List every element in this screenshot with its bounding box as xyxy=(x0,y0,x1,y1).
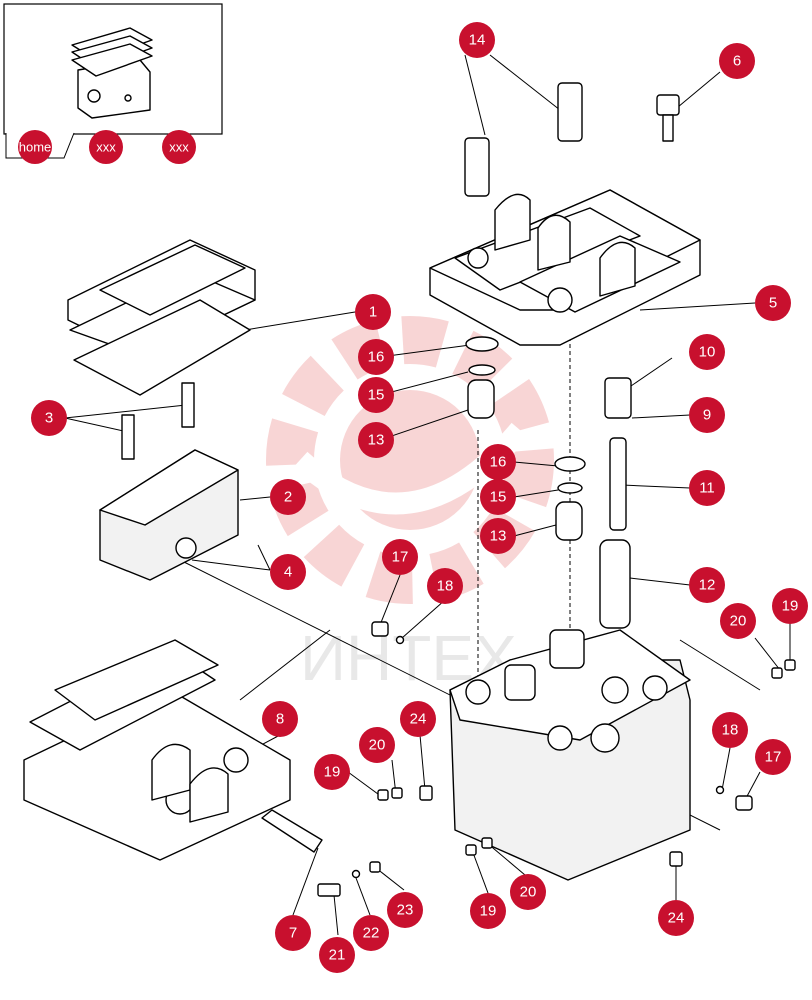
nav-link-2-label: xxx xyxy=(169,140,189,155)
callout-24b-label: 24 xyxy=(668,910,685,927)
cap-screw xyxy=(656,94,680,142)
callout-2-label: 2 xyxy=(284,489,292,506)
callout-9[interactable]: 9 xyxy=(689,397,725,433)
callout-7-label: 7 xyxy=(289,925,297,942)
callout-6-label: 6 xyxy=(733,53,741,70)
callout-24a[interactable]: 24 xyxy=(400,701,436,737)
callout-23-label: 23 xyxy=(397,902,414,919)
callout-11-label: 11 xyxy=(699,480,715,497)
callout-10[interactable]: 10 xyxy=(689,334,725,370)
callout-1-label: 1 xyxy=(369,304,377,321)
nav-link-2[interactable]: xxx xyxy=(162,130,196,164)
callout-19c-label: 19 xyxy=(782,598,799,615)
callout-13a-label: 13 xyxy=(368,432,385,449)
callout-17a[interactable]: 17 xyxy=(382,539,418,575)
callout-18a-label: 18 xyxy=(437,578,454,595)
callout-9-label: 9 xyxy=(703,407,711,424)
lower-assembly xyxy=(23,639,291,861)
callout-11[interactable]: 11 xyxy=(689,470,725,506)
callout-15a[interactable]: 15 xyxy=(358,377,394,413)
callout-13b-label: 13 xyxy=(490,528,507,545)
callout-19a-label: 19 xyxy=(324,764,341,781)
callout-16a-label: 16 xyxy=(368,349,385,366)
callout-18b-label: 18 xyxy=(722,722,739,739)
callout-12-label: 12 xyxy=(699,577,716,594)
callout-15a-label: 15 xyxy=(368,387,385,404)
nav-link-1[interactable]: xxx xyxy=(89,130,123,164)
callout-16b[interactable]: 16 xyxy=(480,444,516,480)
callout-20a-label: 20 xyxy=(369,737,386,754)
callout-2[interactable]: 2 xyxy=(270,479,306,515)
callout-17a-label: 17 xyxy=(392,549,409,566)
callout-15b[interactable]: 15 xyxy=(480,479,516,515)
callout-14[interactable]: 14 xyxy=(459,22,495,58)
callout-3-label: 3 xyxy=(45,410,53,427)
callout-17b[interactable]: 17 xyxy=(755,739,791,775)
rings-and-springs xyxy=(465,336,632,629)
thumbnail-valve-drawing xyxy=(71,27,153,119)
small-fittings xyxy=(317,621,796,897)
callout-18b[interactable]: 18 xyxy=(712,712,748,748)
callout-21-label: 21 xyxy=(329,947,346,964)
rubber-boot xyxy=(67,239,256,396)
callout-22[interactable]: 22 xyxy=(353,915,389,951)
callout-17b-label: 17 xyxy=(765,749,782,766)
callout-23[interactable]: 23 xyxy=(387,892,423,928)
callout-20b-label: 20 xyxy=(520,884,537,901)
callout-13b[interactable]: 13 xyxy=(480,518,516,554)
callout-8-label: 8 xyxy=(276,711,284,728)
callout-24b[interactable]: 24 xyxy=(658,900,694,936)
callout-22-label: 22 xyxy=(363,925,380,942)
callout-16b-label: 16 xyxy=(490,454,507,471)
callout-8[interactable]: 8 xyxy=(262,701,298,737)
callout-18a[interactable]: 18 xyxy=(427,568,463,604)
home-label: home xyxy=(19,140,52,155)
nav-link-1-label: xxx xyxy=(96,140,116,155)
top-plate xyxy=(429,189,701,346)
callout-5[interactable]: 5 xyxy=(755,285,791,321)
pins xyxy=(464,82,583,197)
callout-7[interactable]: 7 xyxy=(275,915,311,951)
callout-3[interactable]: 3 xyxy=(31,400,67,436)
callout-19b[interactable]: 19 xyxy=(470,893,506,929)
lever-housing xyxy=(99,382,239,581)
callout-10-label: 10 xyxy=(699,344,716,361)
callout-19a[interactable]: 19 xyxy=(314,754,350,790)
callout-4-label: 4 xyxy=(284,564,292,581)
callout-20c-label: 20 xyxy=(730,613,747,630)
callout-24a-label: 24 xyxy=(410,711,427,728)
valve-body xyxy=(449,629,691,881)
callout-20a[interactable]: 20 xyxy=(359,727,395,763)
callout-21[interactable]: 21 xyxy=(319,937,355,973)
callout-6[interactable]: 6 xyxy=(719,43,755,79)
callout-15b-label: 15 xyxy=(490,489,507,506)
callout-19b-label: 19 xyxy=(480,903,497,920)
callout-12[interactable]: 12 xyxy=(689,567,725,603)
callout-13a[interactable]: 13 xyxy=(358,422,394,458)
callout-16a[interactable]: 16 xyxy=(358,339,394,375)
callout-20b[interactable]: 20 xyxy=(510,874,546,910)
callout-1[interactable]: 1 xyxy=(355,294,391,330)
callout-5-label: 5 xyxy=(769,295,777,312)
callout-20c[interactable]: 20 xyxy=(720,603,756,639)
home-button[interactable]: home xyxy=(18,130,52,164)
callout-19c[interactable]: 19 xyxy=(772,588,808,624)
callout-14-label: 14 xyxy=(469,32,486,49)
shaft-pin xyxy=(261,809,323,853)
callout-4[interactable]: 4 xyxy=(270,554,306,590)
